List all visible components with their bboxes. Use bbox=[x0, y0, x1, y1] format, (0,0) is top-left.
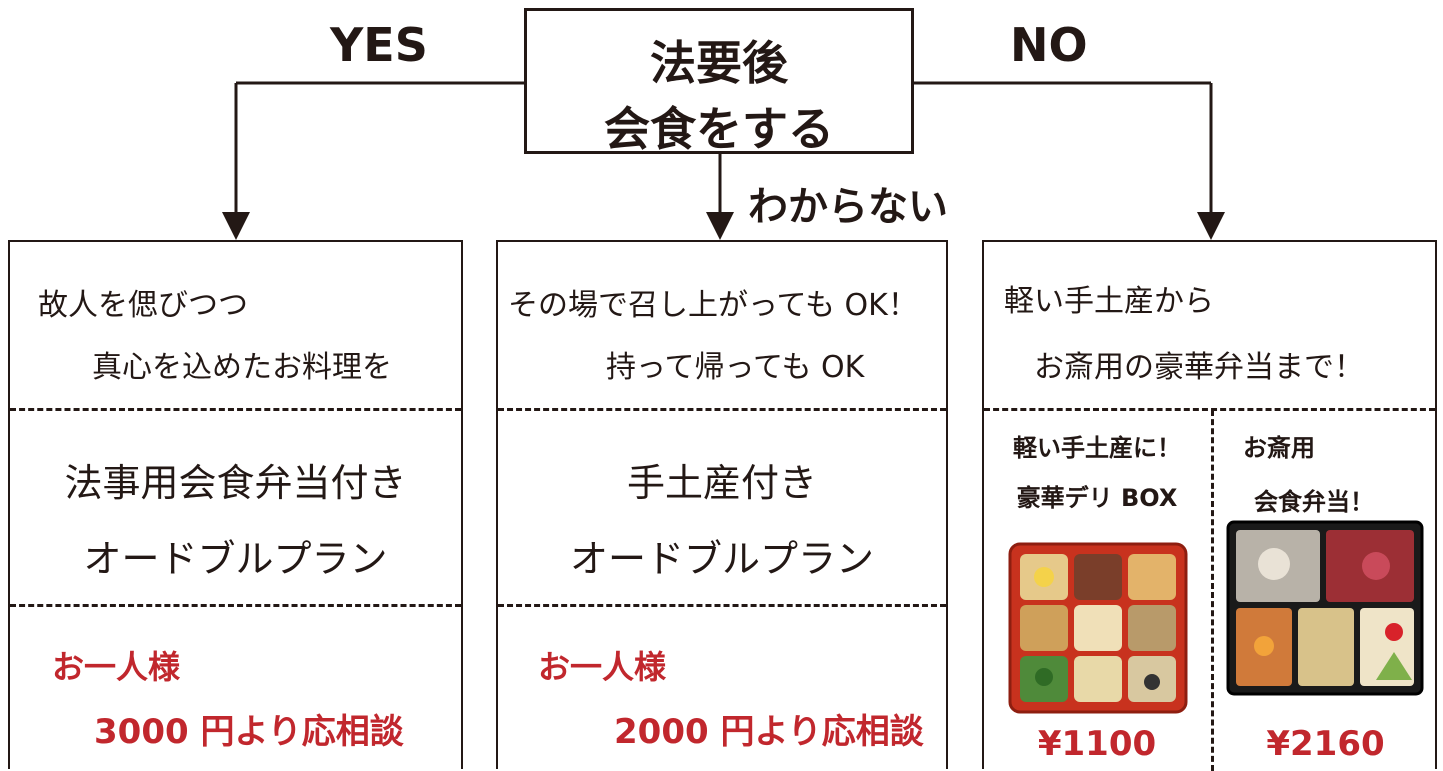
bento-title-line-2: 会食弁当！ bbox=[1254, 488, 1374, 516]
deli-box-photo bbox=[1008, 542, 1188, 714]
no-label: NO bbox=[1010, 18, 1088, 72]
yes-plan-line-2: オードブルプラン bbox=[83, 537, 388, 581]
yes-price-line-2: 3000 円より応相談 bbox=[94, 712, 404, 752]
unknown-price-line-2: 2000 円より応相談 bbox=[614, 712, 924, 752]
yes-plan-card: 故人を偲びつつ 真心を込めたお料理を 法事用会食弁当付き オードブルプラン お一… bbox=[8, 240, 463, 769]
root-question-box: 法要後 会食をする bbox=[524, 8, 914, 156]
divider bbox=[498, 408, 946, 411]
unknown-plan-line-1: 手土産付き bbox=[626, 461, 817, 505]
bento-price: ¥2160 bbox=[1266, 724, 1385, 764]
deli-box-title-line-2: 豪華デリ BOX bbox=[1016, 484, 1178, 512]
options-divider bbox=[1211, 410, 1214, 771]
root-line-2: 会食をする bbox=[604, 102, 834, 156]
unknown-arrowhead bbox=[706, 212, 734, 240]
yes-label: YES bbox=[330, 18, 428, 72]
deli-box-price: ¥1100 bbox=[1037, 724, 1157, 764]
unknown-intro-line-1: その場で召し上がっても OK！ bbox=[508, 288, 918, 323]
yes-price-line-1: お一人様 bbox=[52, 648, 181, 686]
yes-intro-line-1: 故人を偲びつつ bbox=[38, 288, 248, 323]
yes-intro-line-2: 真心を込めたお料理を bbox=[92, 350, 392, 385]
unknown-label: わからない bbox=[748, 184, 948, 230]
divider bbox=[984, 408, 1435, 411]
no-intro-line-1: 軽い手土産から bbox=[1004, 284, 1214, 319]
unknown-intro-line-2: 持って帰っても OK bbox=[606, 350, 865, 385]
deli-box-title-line-1: 軽い手土産に！ bbox=[1013, 434, 1181, 462]
unknown-price-line-1: お一人様 bbox=[538, 648, 667, 686]
unknown-plan-card: その場で召し上がっても OK！ 持って帰っても OK 手土産付き オードブルプラ… bbox=[496, 240, 948, 769]
bento-photo bbox=[1226, 520, 1424, 696]
divider bbox=[10, 408, 461, 411]
root-line-1: 法要後 bbox=[650, 36, 788, 90]
unknown-plan-line-2: オードブルプラン bbox=[569, 537, 874, 581]
no-arrowhead bbox=[1197, 212, 1225, 240]
no-intro-line-2: お斎用の豪華弁当まで！ bbox=[1034, 350, 1364, 385]
bento-title-line-1: お斎用 bbox=[1243, 434, 1315, 462]
divider bbox=[498, 604, 946, 607]
yes-arrowhead bbox=[222, 212, 250, 240]
divider bbox=[10, 604, 461, 607]
no-plan-card: 軽い手土産から お斎用の豪華弁当まで！ 軽い手土産に！ 豪華デリ BOX ¥11 bbox=[982, 240, 1437, 771]
yes-plan-line-1: 法事用会食弁当付き bbox=[64, 461, 407, 505]
